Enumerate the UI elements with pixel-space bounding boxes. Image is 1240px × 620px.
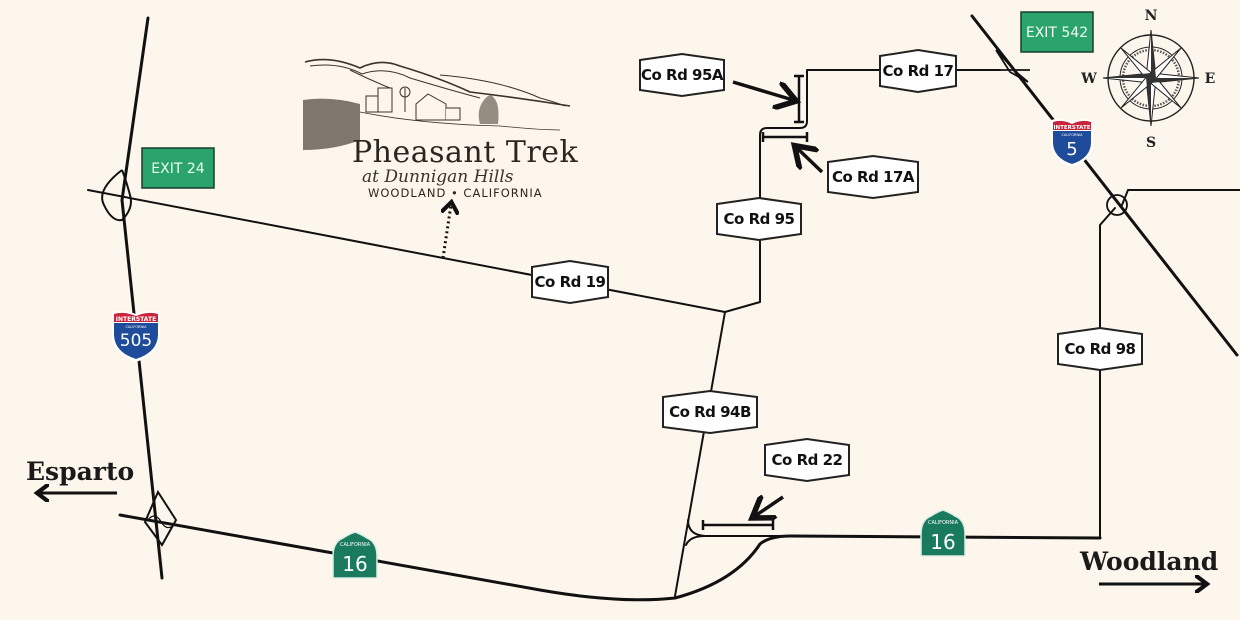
co-rd-19-road <box>87 69 1001 313</box>
sign-co-rd-95a[interactable]: Co Rd 95A <box>639 52 725 98</box>
ca-16-east-number: 16 <box>930 530 955 554</box>
ca-16-west-number: 16 <box>342 552 367 576</box>
co-rd-98-road <box>1099 207 1116 539</box>
sign-co-rd-17a[interactable]: Co Rd 17A <box>827 154 919 200</box>
arrow-to-logo <box>443 205 451 259</box>
label-co-rd-95: Co Rd 95 <box>724 210 795 228</box>
logo-title: Pheasant Trek <box>352 135 578 170</box>
i-5-number: 5 <box>1066 139 1077 160</box>
i-5-state: CALIFORNIA <box>1061 133 1083 137</box>
sign-co-rd-22[interactable]: Co Rd 22 <box>764 437 850 483</box>
ca-16-west-state: CALIFORNIA <box>340 542 371 548</box>
label-co-rd-22: Co Rd 22 <box>772 451 843 469</box>
i-505-top-text: INTERSTATE <box>116 316 156 323</box>
exit-542-sign[interactable]: EXIT 542 <box>1020 11 1094 53</box>
esparto-label: Esparto <box>26 457 134 486</box>
farm-landscape-illustration <box>303 58 571 150</box>
label-co-rd-94b: Co Rd 94B <box>669 403 751 421</box>
co-rd-95a-bar <box>794 74 804 124</box>
town-esparto[interactable]: Esparto <box>26 457 134 493</box>
interchange-co-rd-98 <box>1106 194 1128 216</box>
interstate-5-shield[interactable]: INTERSTATE CALIFORNIA 5 <box>1051 118 1093 167</box>
label-co-rd-98: Co Rd 98 <box>1065 340 1136 358</box>
compass-n: N <box>1145 8 1158 24</box>
label-co-rd-95a: Co Rd 95A <box>641 66 724 84</box>
exit-542-label: EXIT 542 <box>1026 25 1088 41</box>
label-co-rd-17: Co Rd 17 <box>883 62 954 80</box>
i-505-state: CALIFORNIA <box>125 325 147 329</box>
logo-location: WOODLAND • CALIFORNIA <box>368 186 543 200</box>
arrow-to-co-rd-22 <box>755 497 784 516</box>
sign-co-rd-17[interactable]: Co Rd 17 <box>879 48 957 94</box>
sign-co-rd-98[interactable]: Co Rd 98 <box>1057 326 1143 372</box>
compass-w: W <box>1080 71 1097 87</box>
exit-24-label: EXIT 24 <box>151 161 204 177</box>
arrow-to-co-rd-95a <box>732 80 793 100</box>
interstate-505-road <box>120 16 164 580</box>
woodland-label: Woodland <box>1079 547 1218 576</box>
label-co-rd-19: Co Rd 19 <box>535 273 606 291</box>
roads <box>87 14 1240 602</box>
interstate-505-shield[interactable]: INTERSTATE CALIFORNIA 505 <box>112 310 160 362</box>
label-co-rd-17a: Co Rd 17A <box>832 168 915 186</box>
ca-16-shield-west[interactable]: CALIFORNIA 16 <box>332 531 378 579</box>
co-rd-22-bar <box>701 520 775 530</box>
interchange-exit-542 <box>995 49 1030 83</box>
town-woodland[interactable]: Woodland <box>1079 547 1218 584</box>
sign-co-rd-19[interactable]: Co Rd 19 <box>531 259 609 305</box>
co-rd-17a-bar <box>761 132 809 142</box>
logo-subtitle: at Dunnigan Hills <box>362 167 514 187</box>
east-road <box>1121 189 1240 206</box>
arrow-to-co-rd-17a <box>797 148 824 174</box>
ca-16-shield-east[interactable]: CALIFORNIA 16 <box>920 509 966 557</box>
interchange-esparto <box>143 489 178 547</box>
exit-24-sign[interactable]: EXIT 24 <box>141 147 215 189</box>
ca-16-east-state: CALIFORNIA <box>928 520 959 526</box>
compass-rose: N S E W <box>1080 8 1215 151</box>
co-rd-94b-road <box>674 311 726 597</box>
i-5-top-text: INTERSTATE <box>1053 125 1090 131</box>
compass-s: S <box>1146 135 1156 151</box>
co-rd-22-ramp-2 <box>685 535 706 546</box>
pheasant-trek-logo[interactable]: Pheasant Trek at Dunnigan Hills WOODLAND… <box>303 58 578 200</box>
interchange-exit-24 <box>101 169 132 222</box>
i-505-number: 505 <box>120 331 152 351</box>
compass-e: E <box>1205 71 1216 87</box>
highway-16-road <box>118 513 1102 602</box>
sign-co-rd-95[interactable]: Co Rd 95 <box>716 196 802 242</box>
sign-co-rd-94b[interactable]: Co Rd 94B <box>662 389 758 435</box>
